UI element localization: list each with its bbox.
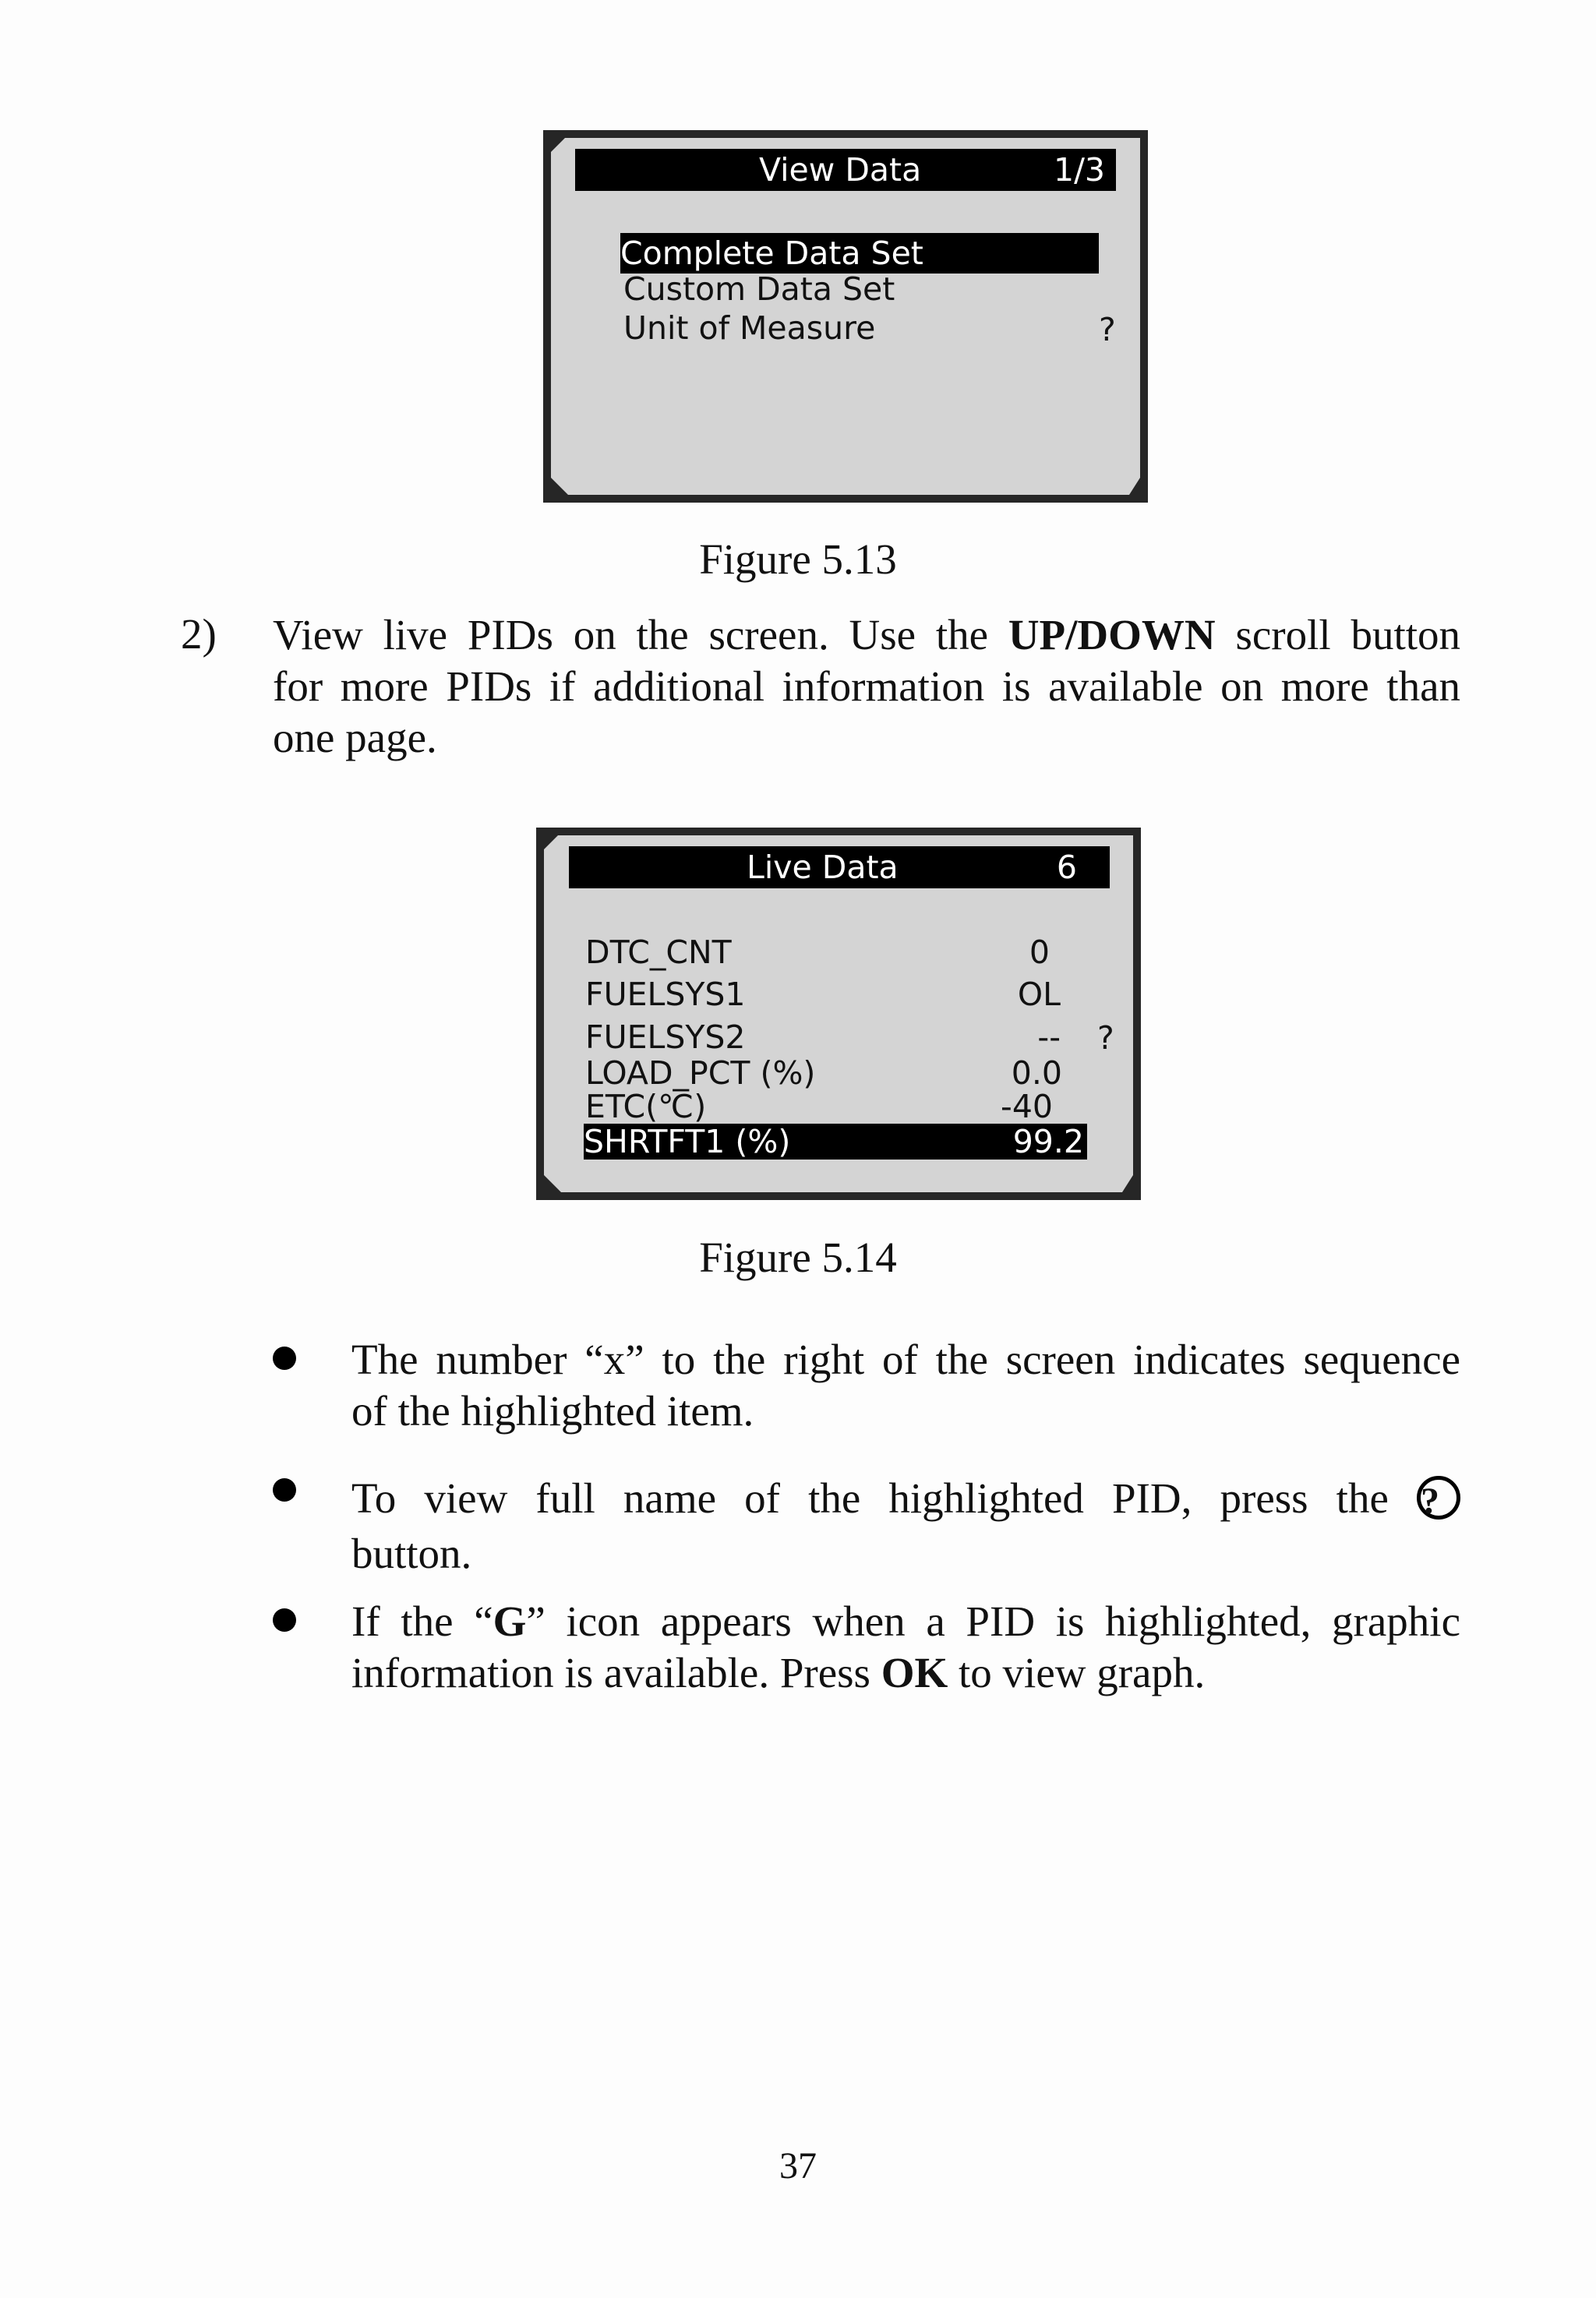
pid-row-fuelsys2[interactable]: FUELSYS2 -- [585, 1019, 1076, 1055]
bullet-1-line-1: The number “x” to the right of the scree… [351, 1336, 1460, 1383]
view-data-title: View Data [759, 151, 922, 189]
pid-name: FUELSYS2 [585, 1018, 746, 1056]
live-data-title: Live Data [747, 849, 899, 886]
help-indicator: ? [1099, 311, 1116, 348]
pid-value: -40 [1001, 1088, 1053, 1125]
pid-name: FUELSYS1 [585, 976, 746, 1013]
bullet-3-dot [273, 1608, 296, 1632]
bullet-2-text: To view full name of the highlighted PID… [351, 1465, 1460, 1580]
pid-value: -- [1037, 1018, 1061, 1056]
step-2-line-2: for more PIDs if additional information … [273, 662, 1460, 710]
step-2-line-3: one page. [273, 714, 437, 761]
bullet-1-line-2: of the highlighted item. [351, 1387, 754, 1435]
menu-item-unit-of-measure[interactable]: Unit of Measure [623, 309, 876, 347]
bullet-2-dot [273, 1478, 296, 1502]
pid-name: ETC(℃) [585, 1088, 707, 1125]
step-2-line-1: View live PIDs on the screen. Use the UP… [273, 611, 1461, 658]
pid-value: OL [1017, 976, 1061, 1013]
live-data-screen: Live Data 6 DTC_CNT 0 FUELSYS1 OL FUELSY… [536, 828, 1141, 1200]
bullet-3-text: If the “G” icon appears when a PID is hi… [351, 1596, 1460, 1699]
pid-name: SHRTFT1 (%) [584, 1123, 791, 1160]
bullet-2-line-2: button. [351, 1530, 472, 1577]
figure-5-14-caption: Figure 5.14 [699, 1234, 897, 1281]
view-data-screen: View Data 1/3 Complete Data Set Custom D… [543, 130, 1148, 503]
help-button-icon: ? [1417, 1476, 1460, 1522]
bullet-1-dot [273, 1347, 296, 1370]
pid-value: 0 [1029, 934, 1050, 971]
pid-name: LOAD_PCT (%) [585, 1054, 816, 1092]
bullet-2-line-1: To view full name of the highlighted PID… [351, 1465, 1460, 1531]
figure-5-13-caption: Figure 5.13 [699, 535, 897, 583]
live-data-index: 6 [1056, 849, 1077, 886]
view-data-screen-panel [551, 138, 1140, 495]
help-indicator: ? [1097, 1019, 1114, 1057]
pid-value: 99.2 [1012, 1123, 1084, 1160]
pid-row-etc[interactable]: ETC(℃) -40 [585, 1089, 1076, 1124]
bullet-1-text: The number “x” to the right of the scree… [351, 1334, 1460, 1437]
pid-row-load-pct[interactable]: LOAD_PCT (%) 0.0 [585, 1055, 1076, 1091]
menu-item-complete-data-set[interactable]: Complete Data Set [620, 233, 1099, 274]
menu-item-custom-data-set[interactable]: Custom Data Set [623, 270, 895, 308]
bullet-3-line-2: information is available. Press OK to vi… [351, 1649, 1206, 1696]
pid-name: DTC_CNT [585, 934, 732, 971]
bullet-3-line-1: If the “G” icon appears when a PID is hi… [351, 1597, 1460, 1645]
pid-row-shrtft1[interactable]: SHRTFT1 (%) 99.2 [584, 1124, 1087, 1160]
step-number: 2) [181, 610, 217, 658]
pid-value: 0.0 [1011, 1054, 1062, 1092]
page-number: 37 [779, 2145, 817, 2187]
pid-row-dtc-cnt[interactable]: DTC_CNT 0 [585, 934, 1076, 970]
view-data-titlebar: View Data 1/3 [575, 149, 1116, 191]
view-data-page-indicator: 1/3 [1054, 151, 1105, 189]
live-data-titlebar: Live Data 6 [569, 846, 1110, 888]
step-2-text: View live PIDs on the screen. Use the UP… [273, 609, 1460, 764]
pid-row-fuelsys1[interactable]: FUELSYS1 OL [585, 976, 1076, 1012]
